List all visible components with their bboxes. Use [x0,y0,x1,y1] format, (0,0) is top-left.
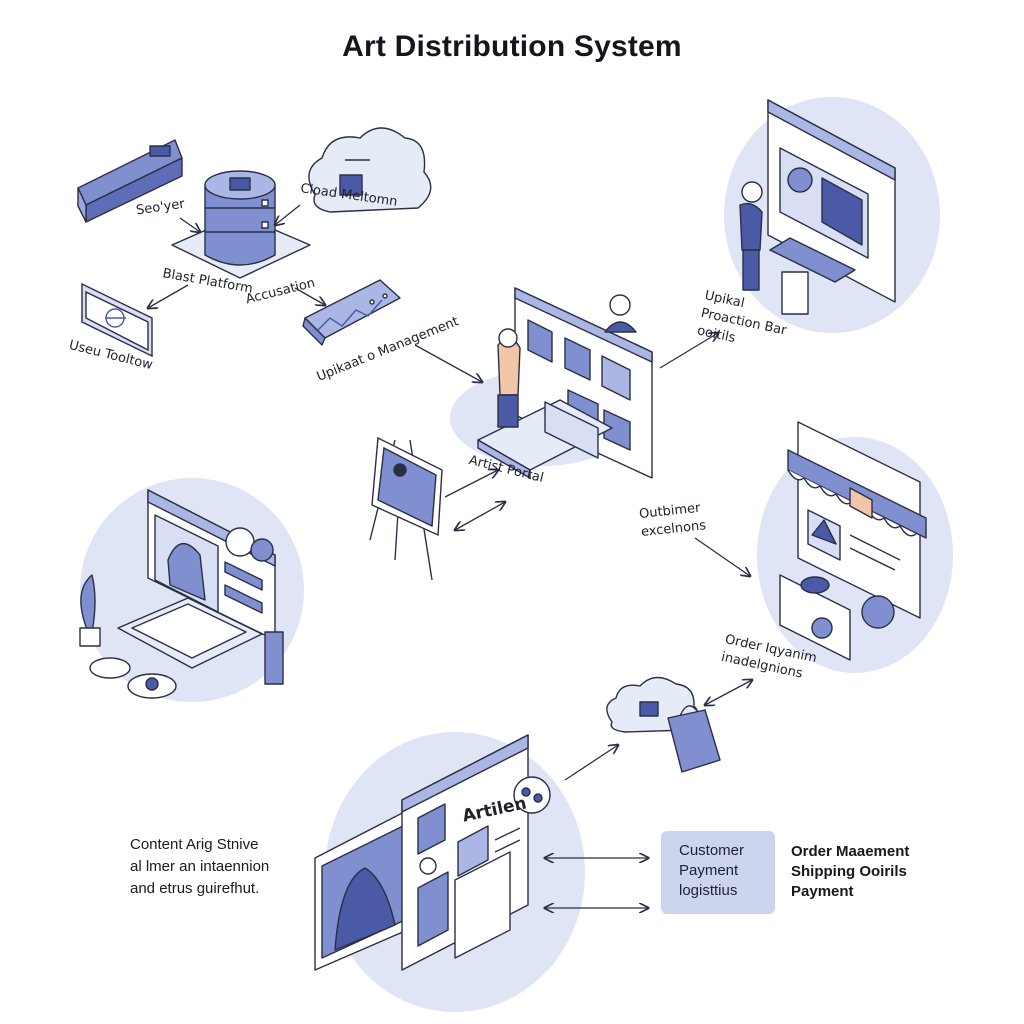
easel-icon [369,436,443,581]
user-monitor-icon [81,282,153,358]
customer-box-line-1: Customer [679,842,745,859]
artwork-display-illustration [314,734,551,971]
order-cloud-bag-illustration [606,676,721,773]
upper-left-arrows [148,204,752,908]
content-text-line-3: and etrus guirefhut. [130,880,260,897]
order-list-line-2: Shipping Ooirils [791,863,907,880]
blast-platform-server-icon [171,170,311,279]
content-workstation-illustration [79,489,284,699]
order-list-line-3: Payment [791,883,854,900]
artist-portal-illustration [477,287,653,479]
cloud-platform-icon [308,127,432,213]
upload-management-icon [302,279,401,346]
order-management-list: Order Maaement Shipping Ooirils Payment [791,842,909,902]
customer-payment-box: Customer Payment logisttius [661,831,775,914]
customer-box-line-3: logisttius [679,882,738,899]
content-text-line-2: al lmer an intaennion [130,858,270,875]
production-monitor-illustration [739,99,896,315]
server-rack-icon [77,139,183,223]
order-list-line-1: Order Maaement [791,843,910,860]
content-text: Content Arig Stnive al lmer an intaennio… [130,834,269,900]
content-text-line-1: Content Arig Stnive [130,836,259,853]
storefront-illustration [779,421,927,661]
diagram-title: Art Distribution System [342,30,682,63]
customer-box-line-2: Payment [679,862,739,879]
